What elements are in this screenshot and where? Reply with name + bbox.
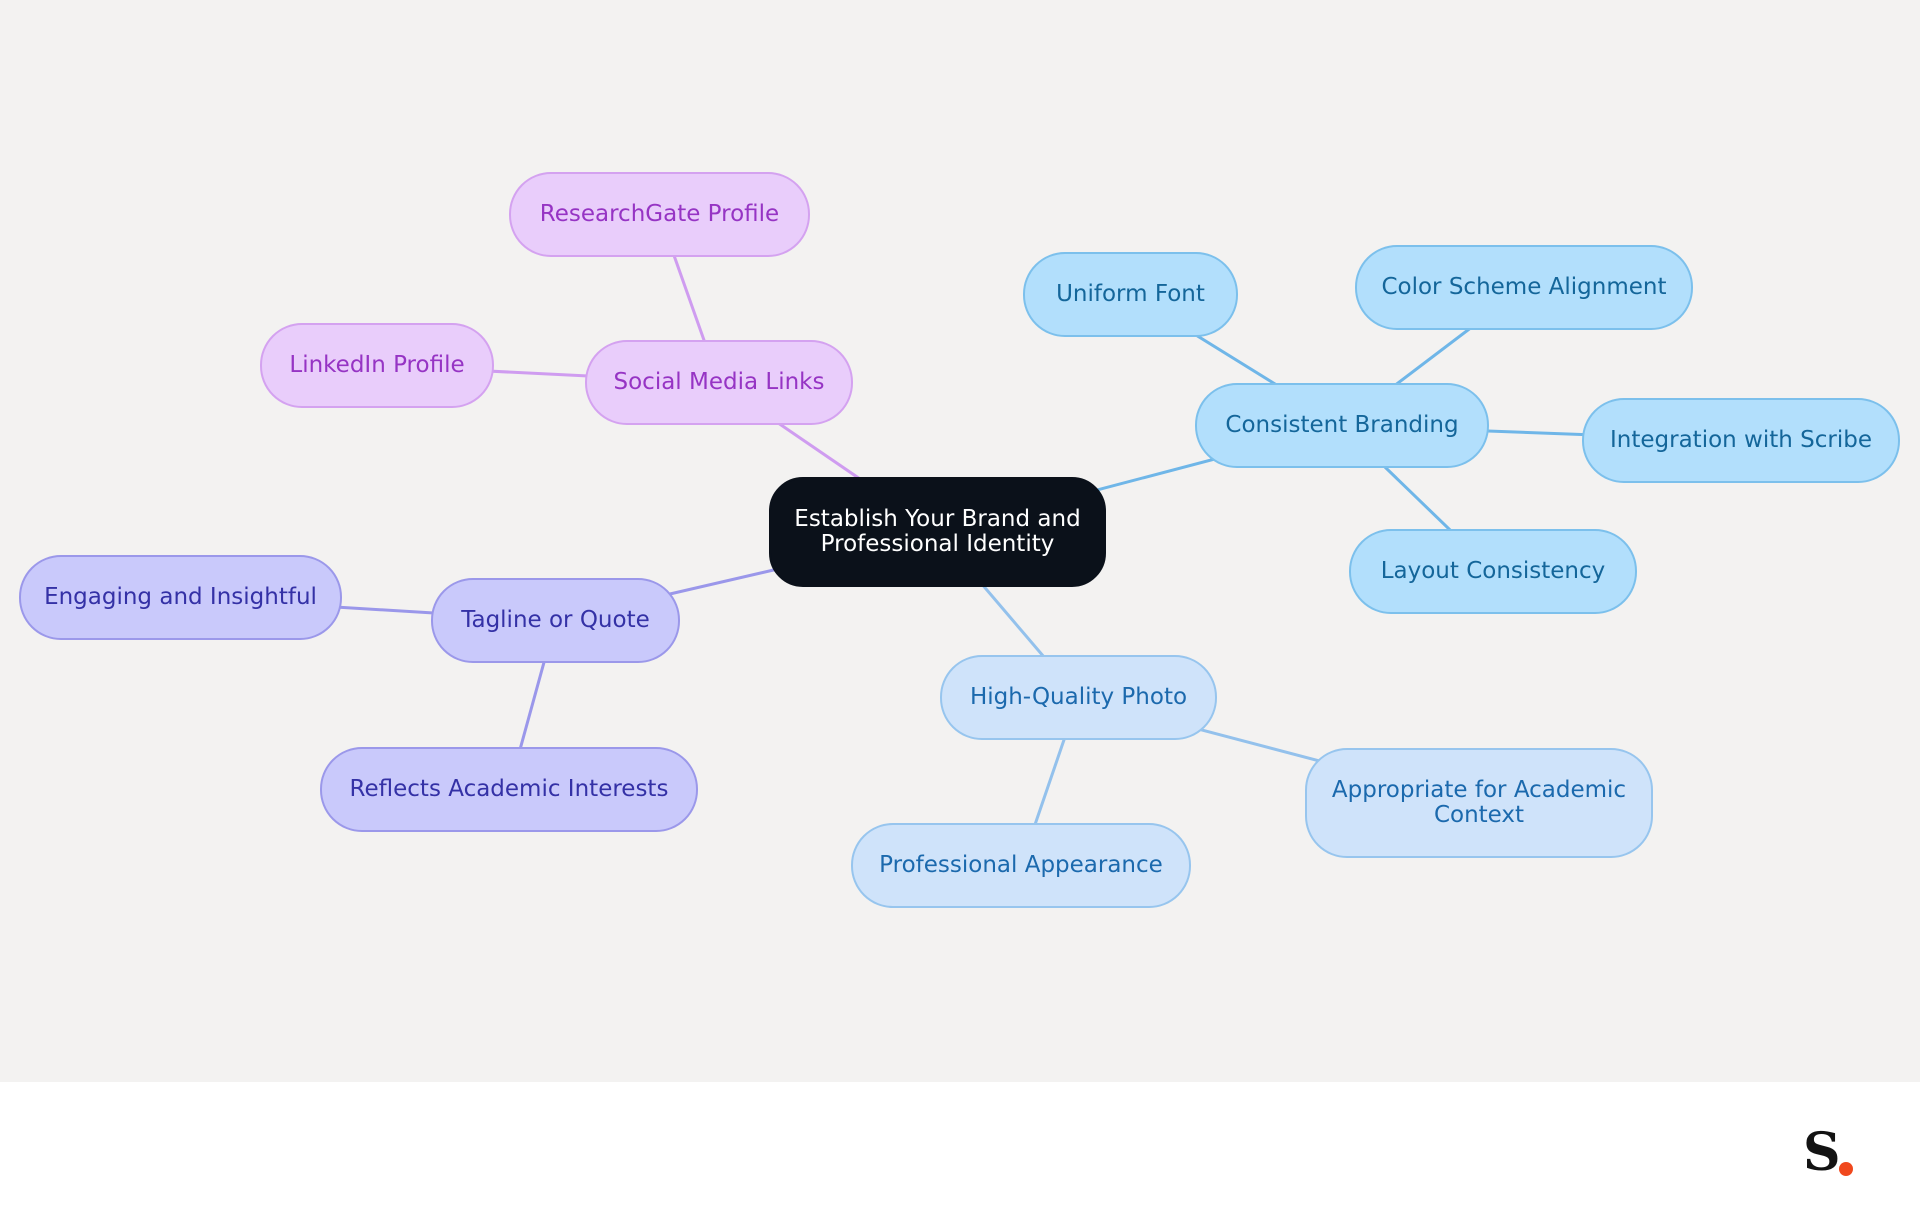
logo-dot [1839, 1162, 1853, 1176]
leaf-node-researchgate-profile: ResearchGate Profile [509, 172, 810, 257]
branch-node-social-media-links: Social Media Links [585, 340, 853, 425]
leaf-node-uniform-font: Uniform Font [1023, 252, 1238, 337]
branch-node-tagline-or-quote: Tagline or Quote [431, 578, 680, 663]
branch-node-consistent-branding: Consistent Branding [1195, 383, 1489, 468]
leaf-node-engaging-and-insightful: Engaging and Insightful [19, 555, 342, 640]
logo-letter: S [1803, 1122, 1841, 1183]
leaf-node-professional-appearance: Professional Appearance [851, 823, 1191, 908]
brand-logo: S [1803, 1125, 1863, 1181]
leaf-node-appropriate-for-academic-context: Appropriate for Academic Context [1305, 748, 1653, 858]
footer-bar [0, 1082, 1920, 1215]
root-node: Establish Your Brand and Professional Id… [769, 477, 1106, 587]
mind-map-canvas: Establish Your Brand and Professional Id… [0, 0, 1920, 1082]
leaf-node-layout-consistency: Layout Consistency [1349, 529, 1637, 614]
leaf-node-reflects-academic-interests: Reflects Academic Interests [320, 747, 698, 832]
leaf-node-linkedin-profile: LinkedIn Profile [260, 323, 494, 408]
leaf-node-integration-with-scribe: Integration with Scribe [1582, 398, 1900, 483]
branch-node-high-quality-photo: High-Quality Photo [940, 655, 1217, 740]
leaf-node-color-scheme-alignment: Color Scheme Alignment [1355, 245, 1693, 330]
